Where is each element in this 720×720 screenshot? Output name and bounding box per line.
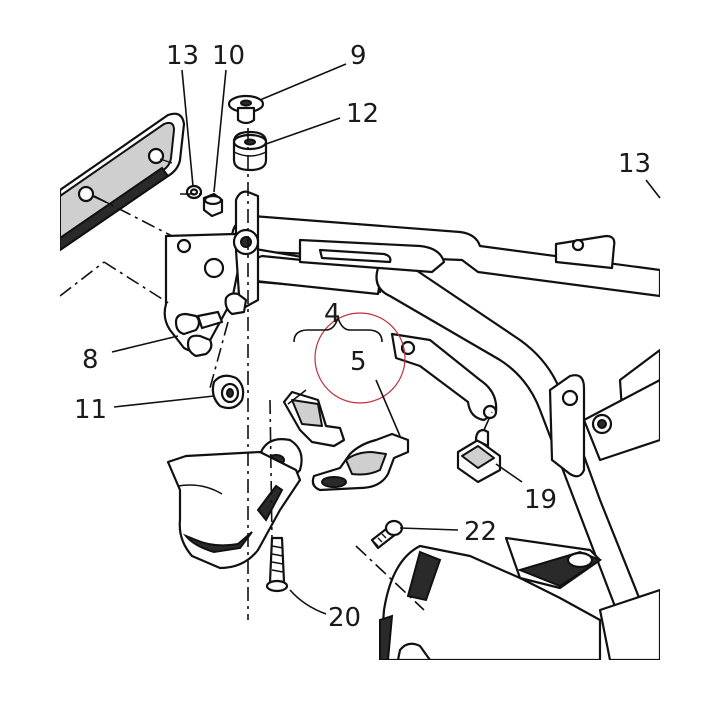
- label-11: 11: [74, 395, 107, 425]
- label-20: 20: [328, 603, 361, 633]
- label-12: 12: [346, 99, 379, 129]
- bolt-22: [370, 519, 404, 550]
- rear-plate-bracket: [60, 112, 186, 252]
- clip-nut-19: [456, 428, 502, 484]
- rubber-grommet-12: [232, 130, 268, 172]
- lower-cover-shroud: [166, 450, 302, 570]
- clamp-lower-5: [311, 432, 410, 492]
- label-4: 4: [324, 299, 341, 329]
- side-panel-cover: [378, 536, 603, 660]
- rubber-spacer-11: [211, 374, 245, 410]
- label-8: 8: [82, 345, 99, 375]
- highlight-circle: [314, 312, 406, 404]
- label-5: 5: [350, 347, 367, 377]
- leader-lines: [111, 63, 661, 615]
- label-19: 19: [524, 485, 557, 515]
- label-13-top-left: 13: [166, 41, 199, 71]
- bracket-4: [293, 315, 383, 343]
- bolt-20: [265, 536, 289, 593]
- assembly-lines: [60, 128, 493, 620]
- washer-and-nut: [185, 184, 224, 218]
- label-10: 10: [212, 41, 245, 71]
- label-9: 9: [350, 41, 367, 71]
- label-13: 13: [618, 149, 651, 179]
- rear-subframe: [230, 214, 660, 660]
- label-22: 22: [464, 517, 497, 547]
- flanged-bushing-9: [227, 94, 265, 125]
